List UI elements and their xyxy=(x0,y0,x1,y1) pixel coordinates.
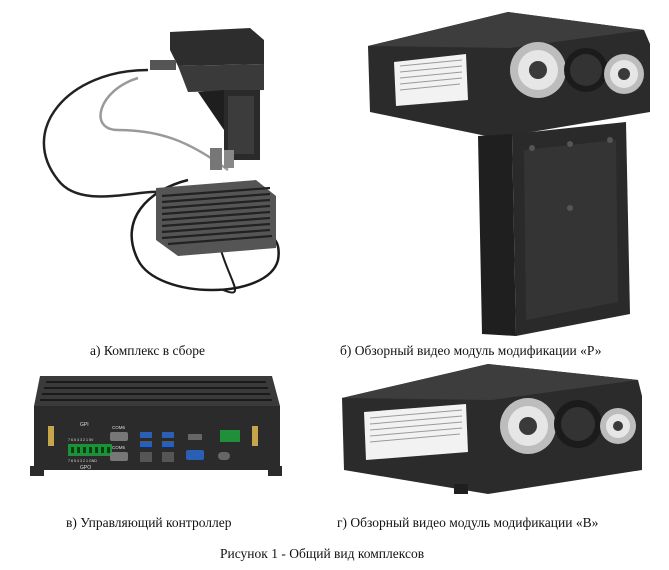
lens-center xyxy=(564,48,608,92)
complex-assembled-illustration xyxy=(42,28,280,294)
com6-label: COM6 xyxy=(112,425,125,430)
com6-port xyxy=(110,432,128,441)
lens-center xyxy=(554,400,602,448)
lens-left xyxy=(510,42,566,98)
power-connector xyxy=(220,430,240,442)
usb-ports xyxy=(140,432,174,447)
label-sticker xyxy=(394,54,468,106)
lens-right xyxy=(600,408,636,444)
gpo-pins-label: 7 6 5 4 3 2 1 GND xyxy=(68,459,97,463)
lens-left xyxy=(500,398,556,454)
com5-port xyxy=(110,452,128,461)
caption-panel-a: а) Комплекс в сборе xyxy=(90,343,206,358)
controller-box-small xyxy=(156,180,276,256)
gpio-terminal xyxy=(68,444,112,456)
panel-a-complex-assembled xyxy=(28,20,308,330)
caption-panel-b: б) Обзорный видео модуль модификации «Р» xyxy=(340,343,602,358)
gpo-label: GPO xyxy=(80,465,91,471)
camera-module-small xyxy=(150,28,264,160)
hdmi-port xyxy=(188,434,202,440)
com5-label: COM5 xyxy=(112,445,125,450)
video-module-b-illustration xyxy=(342,364,642,494)
panel-c-controller: GPI 7 6 5 4 3 2 1 5V 7 6 5 4 3 2 1 GND G… xyxy=(30,370,282,490)
gpi-label: GPI xyxy=(80,422,89,428)
lan-port-1 xyxy=(140,452,152,462)
figure-caption: Рисунок 1 - Общий вид комплексов xyxy=(220,546,425,561)
panel-b-video-module-p xyxy=(360,4,660,340)
lens-right xyxy=(604,54,644,94)
video-module-p-illustration xyxy=(368,12,650,336)
label-sticker xyxy=(364,404,468,460)
caption-panel-d: г) Обзорный видео модуль модификации «В» xyxy=(337,515,599,530)
dc-jack xyxy=(218,452,230,460)
lan-port-2 xyxy=(162,452,174,462)
panel-d-video-module-b xyxy=(338,360,648,500)
controller-illustration: GPI 7 6 5 4 3 2 1 5V 7 6 5 4 3 2 1 GND G… xyxy=(30,376,282,476)
gpi-pins-label: 7 6 5 4 3 2 1 5V xyxy=(68,438,94,442)
vga-port xyxy=(186,450,204,460)
caption-panel-c: в) Управляющий контроллер xyxy=(66,515,232,530)
